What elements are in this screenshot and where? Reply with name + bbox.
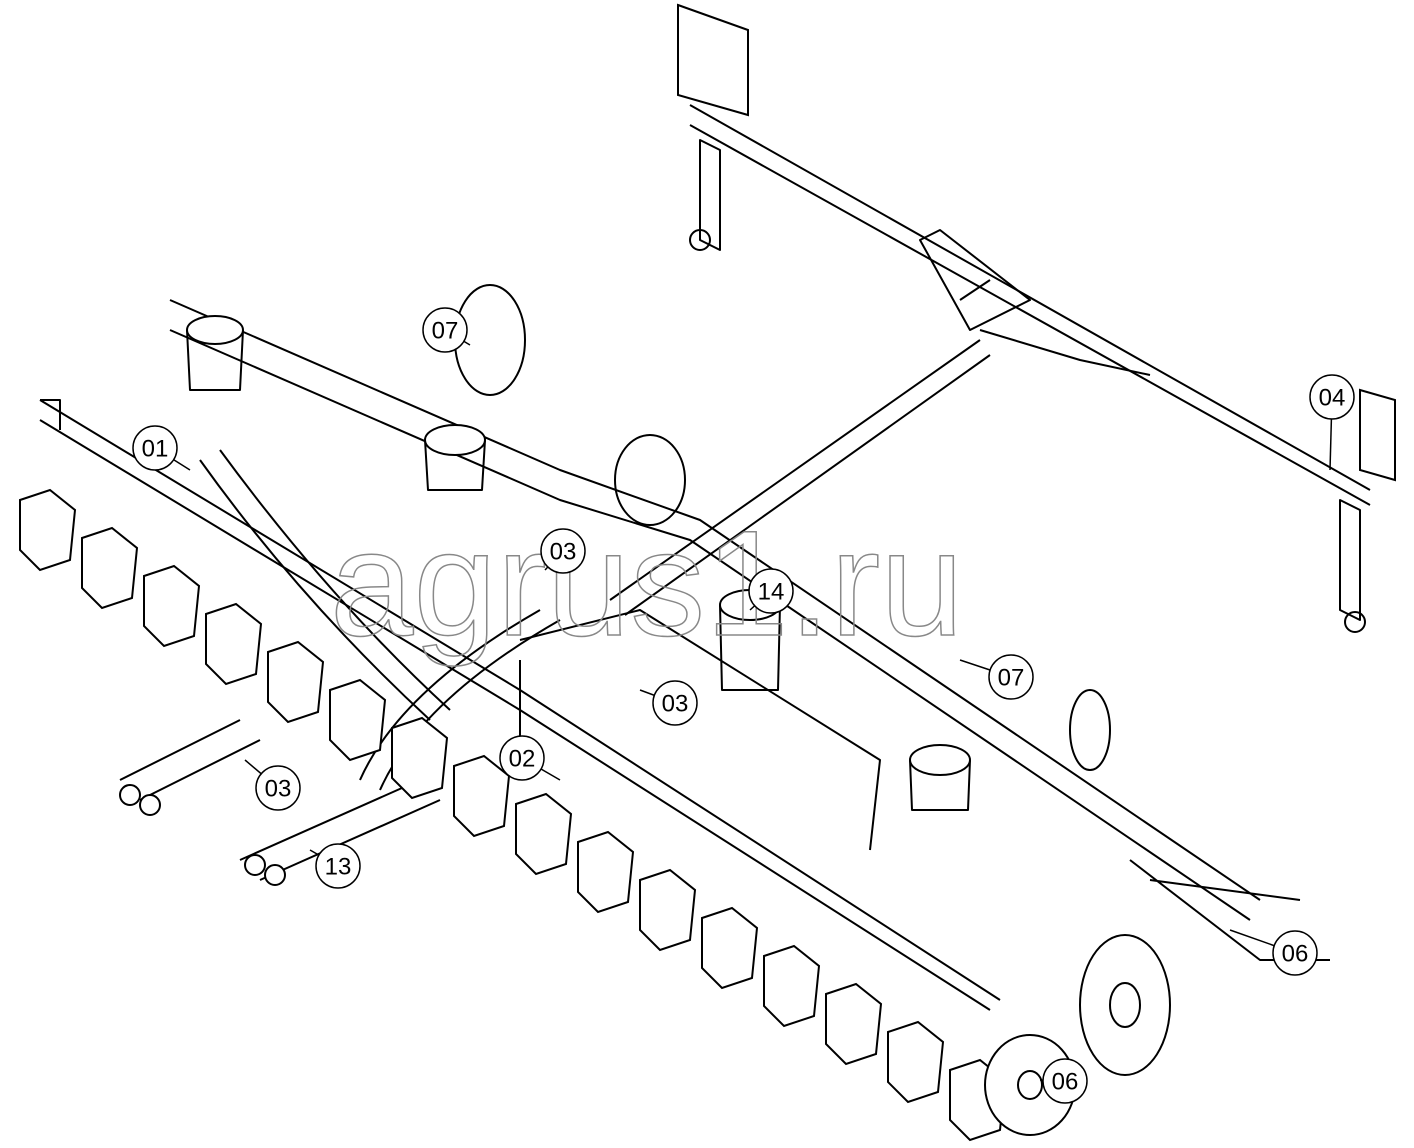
callout-06: 06 <box>1229 929 1318 976</box>
row-unit <box>205 602 263 686</box>
callout-circle <box>1042 1058 1088 1104</box>
wheels <box>454 284 1171 1136</box>
callout-label: 04 <box>1319 385 1346 412</box>
callout-07: 07 <box>422 307 471 353</box>
callout-label: 02 <box>509 746 536 773</box>
callout-circle <box>748 568 794 614</box>
callout-04: 04 <box>1309 374 1355 471</box>
row-unit <box>391 716 449 800</box>
callout-03: 03 <box>639 680 698 726</box>
callout-07: 07 <box>959 654 1034 700</box>
row-unit <box>19 488 77 572</box>
row-unit <box>825 982 883 1066</box>
callout-circle <box>255 765 301 811</box>
callout-circle <box>1272 930 1318 976</box>
callout-circle <box>988 654 1034 700</box>
callout-label: 03 <box>662 691 689 718</box>
row-unit <box>329 678 387 762</box>
callout-circle <box>132 425 178 471</box>
watermark: agrus1.ru <box>330 499 964 667</box>
callout-label: 06 <box>1282 941 1309 968</box>
callout-circle <box>652 680 698 726</box>
callout-03: 03 <box>540 528 586 574</box>
callout-label: 07 <box>998 665 1025 692</box>
main-frame <box>39 299 1261 1011</box>
row-units <box>19 488 1007 1142</box>
callout-circle <box>540 528 586 574</box>
callout-02: 02 <box>499 735 561 781</box>
callout-circle <box>315 843 361 889</box>
row-unit <box>515 792 573 876</box>
row-unit <box>577 830 635 914</box>
row-unit <box>143 564 201 648</box>
callout-label: 14 <box>758 579 785 606</box>
row-unit <box>763 944 821 1028</box>
callout-label: 07 <box>432 318 459 345</box>
callout-label: 03 <box>550 539 577 566</box>
callout-label: 03 <box>265 776 292 803</box>
row-unit <box>81 526 139 610</box>
callout-circle <box>499 735 545 781</box>
callout-14: 14 <box>748 568 794 614</box>
row-unit <box>453 754 511 838</box>
callouts: 07 01 04 03 14 07 03 02 03 13 06 06 <box>132 307 1355 1104</box>
callout-label: 01 <box>142 436 169 463</box>
callout-06: 06 <box>1039 1058 1088 1104</box>
callout-01: 01 <box>132 425 191 471</box>
callout-circle <box>1309 374 1355 420</box>
row-unit <box>267 640 325 724</box>
row-unit <box>887 1020 945 1104</box>
row-unit <box>701 906 759 990</box>
callout-03: 03 <box>244 759 301 811</box>
callout-label: 13 <box>325 854 352 881</box>
callout-label: 06 <box>1052 1069 1079 1096</box>
marker-boom <box>609 3 1396 633</box>
callout-13: 13 <box>309 843 361 889</box>
row-unit <box>639 868 697 952</box>
callout-circle <box>422 307 468 353</box>
